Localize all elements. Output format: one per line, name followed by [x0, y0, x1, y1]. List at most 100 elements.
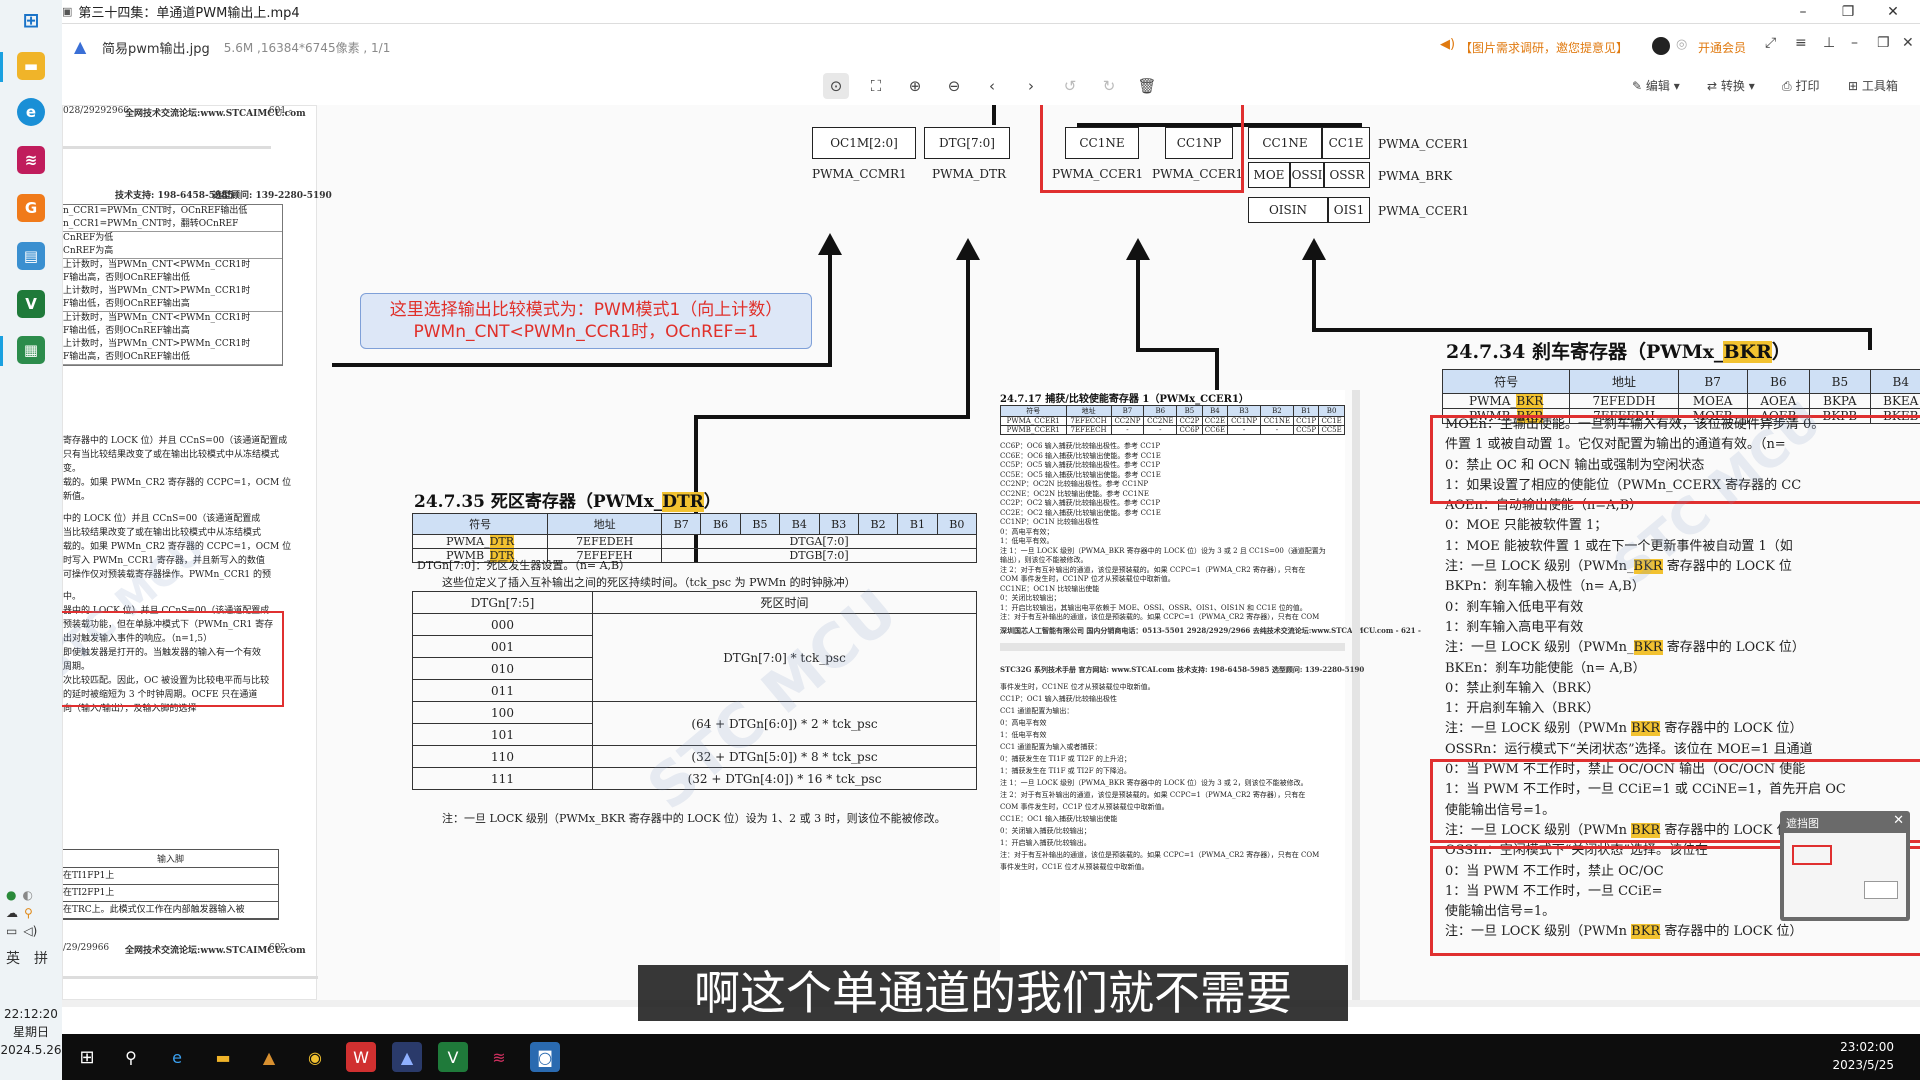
close-button[interactable]: ✕	[1887, 4, 1899, 20]
volume-icon[interactable]: ◁)	[23, 924, 38, 938]
user-avatar[interactable]	[1652, 37, 1670, 55]
maximize-button[interactable]: ❐	[1841, 4, 1855, 20]
lock-note-4-b: 寄存器中的 LOCK 位）	[1660, 822, 1803, 838]
member-link[interactable]: 开通会员	[1698, 41, 1747, 55]
explorer-taskbar-icon[interactable]: ▬	[215, 1047, 231, 1067]
video-player-icon[interactable]: ▦	[17, 336, 45, 364]
zoom-in-icon[interactable]: ⊕	[908, 77, 922, 95]
edge-browser-icon[interactable]: e	[17, 98, 45, 126]
display-icon[interactable]: ▭	[6, 924, 18, 938]
start-button-icon[interactable]: ⊞	[79, 1046, 95, 1068]
menu-icon[interactable]: ≡	[1795, 35, 1807, 51]
viewer-maximize-button[interactable]: ❐	[1877, 35, 1890, 51]
next-icon[interactable]: ›	[1028, 77, 1034, 95]
app-taskbar-icon[interactable]: ▲	[262, 1047, 276, 1067]
app-icon-green[interactable]: V	[17, 290, 45, 318]
aoe-line: 1：MOE 能被软件置 1 或在下一个更新事件被自动置 1（如	[1445, 538, 1793, 554]
mode-table-line: F输出低，否则OCnREF输出高	[63, 326, 190, 336]
lower-page-line: CC1E：OC1 输入捕获/比较输出使能	[1000, 815, 1118, 823]
reg-moe: MOE	[1248, 162, 1290, 188]
viewer-minimize-button[interactable]: –	[1851, 35, 1858, 51]
search-icon[interactable]: ⚲	[125, 1047, 137, 1067]
ime-indicator[interactable]: 拼	[34, 951, 48, 967]
convert-menu[interactable]: ⇄ 转换 ▾	[1707, 79, 1755, 93]
lock-note-5-b: 寄存器中的 LOCK 位）	[1660, 924, 1803, 940]
convert-label: 转换	[1720, 79, 1745, 93]
bkr-title-prefix: 24.7.34 刹车寄存器（PWMx_	[1446, 341, 1724, 363]
ccer1-line: 注 2：对于有互补输出的通道，该位是预装载的。如果 CCPC=1（PWMA_CR…	[1000, 565, 1306, 574]
dtr-header-cell: B4	[779, 513, 820, 535]
document-canvas[interactable]: 028/29292966 全网技术交流论坛:www.STCAIMCU.com -…	[62, 105, 1920, 1007]
pin-icon[interactable]: ⊥	[1823, 35, 1836, 51]
zoom-out-icon[interactable]: ⊖	[947, 77, 961, 95]
moe-line: 0：禁止 OC 和 OCN 输出或强制为空闲状态	[1445, 457, 1705, 473]
lock-note-4-a: 注：一旦 LOCK 级别（PWMn	[1445, 822, 1632, 838]
delete-icon[interactable]: 🗑	[1137, 77, 1157, 95]
popup-close-icon[interactable]: ✕	[1893, 813, 1904, 828]
rotate-left-icon[interactable]: ↺	[1063, 77, 1077, 95]
thumbnail-popup[interactable]: 遮挡图 ✕	[1780, 811, 1910, 921]
label-ccer1-d: PWMA_CCER1	[1378, 204, 1470, 218]
network-icon[interactable]: ●	[6, 888, 17, 902]
stc-taskbar-icon[interactable]: ≋	[492, 1047, 506, 1067]
lock-note-5: 注：一旦 LOCK 级别（PWMn BKR 寄存器中的 LOCK 位）	[1445, 922, 1920, 942]
lower-page: STC32G 系列技术手册 官方网站: www.STCAI.com 技术支持: …	[1000, 665, 1364, 995]
chrome-taskbar-icon[interactable]: ◉	[308, 1047, 322, 1067]
print-button[interactable]: ⎙ 打印	[1782, 77, 1819, 94]
left-page-paragraph: 寄存器中的 LOCK 位）并且 CCnS=00（该通道配置成	[63, 436, 288, 446]
app-icon-orange[interactable]: G	[17, 194, 45, 222]
edit-icon: ✎	[1632, 79, 1643, 93]
edge-taskbar-icon[interactable]: e	[172, 1047, 182, 1067]
popup-thumbnail[interactable]	[1784, 833, 1906, 917]
lock-note-1: 注：一旦 LOCK 级别（PWMn_BKR 寄存器中的 LOCK 位	[1445, 557, 1920, 577]
toolbox-button[interactable]: ⊞ 工具箱	[1848, 77, 1898, 94]
fullscreen-icon[interactable]: ⤢	[1765, 35, 1777, 51]
bkr-title-suffix: ）	[1771, 341, 1791, 363]
bkr-header-cell: B6	[1746, 369, 1811, 394]
previous-icon[interactable]: ‹	[989, 77, 995, 95]
taskbar-clock[interactable]: 23:02:00 2023/5/25	[1832, 1038, 1894, 1074]
image-viewer-taskbar-icon[interactable]: ▲	[392, 1042, 422, 1072]
mouse-mode-icon[interactable]: ⊙	[823, 73, 849, 99]
ccer1-cell: -	[1143, 425, 1178, 435]
rotate-right-icon[interactable]: ↻	[1102, 77, 1116, 95]
fit-screen-icon[interactable]: ⛶	[870, 77, 882, 95]
left-clock[interactable]: 22:12:20 星期日 2024.5.26	[0, 1005, 62, 1059]
lock-note-3: 注：一旦 LOCK 级别（PWMn BKR 寄存器中的 LOCK 位）	[1445, 719, 1920, 739]
image-viewer-window: ▲ 简易pwm输出.jpg 5.6M ,16384*6745像素 , 1/1 ◀…	[62, 27, 1920, 1007]
feedback-notice-link[interactable]: 【图片需求调研，邀您提意见】	[1460, 41, 1629, 55]
cloud-icon[interactable]: ☁	[6, 906, 18, 920]
search-tray-icon[interactable]: ⚲	[24, 906, 33, 920]
dtr-header-cell: B0	[936, 513, 978, 535]
file-explorer-icon[interactable]: ▬	[17, 52, 45, 80]
lock-note-2: 注：一旦 LOCK 级别（PWMn_BKR 寄存器中的 LOCK 位）	[1445, 638, 1920, 658]
ossi-line: 0：当 PWM 不工作时，禁止 OC/OC	[1445, 863, 1664, 879]
mode-table-line: F输出低，否则OCnREF输出高	[63, 298, 282, 312]
video-window-titlebar: ▣ 第三十四集：单通道PWM输出上.mp4 – ❐ ✕	[0, 0, 1920, 24]
shield-icon[interactable]: ◐	[22, 888, 33, 902]
ccer1-cell: PWMA_CCER1	[1000, 416, 1067, 426]
deadtime-formula-cell: DTGn[7:0] * tck_psc	[592, 613, 977, 702]
lock-note-1-hl: BKR	[1633, 559, 1663, 575]
edit-menu[interactable]: ✎ 编辑 ▾	[1632, 79, 1680, 93]
ossi-line: 1：当 PWM 不工作时，一旦 CCiE=	[1445, 883, 1663, 899]
lower-page-line: 注：对于有互补输出的通道，该位是预装载的。如果 CCPC=1（PWMA_CR2 …	[1000, 851, 1320, 859]
lower-page-line: 1：低电平有效	[1000, 731, 1047, 739]
wps-taskbar-icon[interactable]: W	[346, 1042, 376, 1072]
dtr-desc2: 这些位定义了插入互补输出之间的死区持续时间。（tck_psc 为 PWMn 的时…	[442, 576, 856, 589]
viewer-close-button[interactable]: ✕	[1902, 35, 1914, 51]
left-page-paragraph: 预装载功能，但在单脉冲模式下（PWMn_CR1 寄存	[63, 620, 274, 630]
tool-taskbar-icon[interactable]: ◙	[530, 1042, 560, 1072]
print-icon: ⎙	[1782, 79, 1792, 93]
minimize-button[interactable]: –	[1799, 4, 1807, 20]
ccer1-footer: 深圳国芯人工智能有限公司 国内分销商电话：0513-5501 2928/2929…	[1000, 626, 1421, 635]
windows-start-icon[interactable]: ⊞	[22, 8, 40, 32]
app-icon-red[interactable]: ≋	[17, 146, 45, 174]
language-indicator[interactable]: 英	[6, 951, 20, 967]
keil-taskbar-icon[interactable]: V	[438, 1042, 468, 1072]
left-page-header-right: - 601 -	[263, 106, 292, 116]
vip-icon[interactable]: ◎	[1676, 37, 1688, 52]
app-icon-blue[interactable]: ▤	[17, 242, 45, 270]
